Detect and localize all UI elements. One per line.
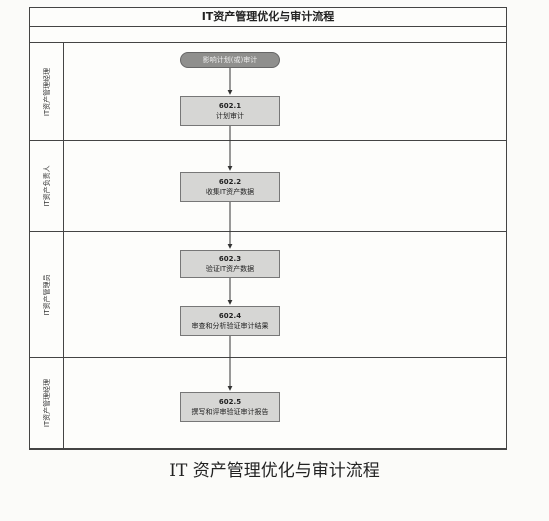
process-step-602-3: 602.3 验证IT资产数据	[180, 250, 280, 278]
step-label: 验证IT资产数据	[205, 265, 255, 273]
process-step-602-4: 602.4 审查和分析验证审计结果	[180, 306, 280, 336]
header-spacer-row	[30, 27, 506, 43]
swimlane-2: IT资产负责人	[30, 141, 506, 232]
flow-arrows	[227, 68, 233, 391]
process-step-602-2: 602.2 收集IT资产数据	[180, 172, 280, 202]
swimlane-3: IT资产管理员	[30, 232, 506, 358]
swimlane-1: IT资产管理经理	[30, 43, 506, 141]
step-code: 602.2	[218, 178, 242, 186]
step-label: 计划审计	[216, 112, 244, 120]
step-label: 审查和分析验证审计结果	[191, 322, 269, 330]
step-label: 收集IT资产数据	[205, 188, 255, 196]
process-step-602-5: 602.5 撰写和评审验证审计报告	[180, 392, 280, 422]
lane-header: IT资产管理经理	[30, 43, 64, 140]
process-diagram: IT资产管理优化与审计流程 IT资产管理经理 IT资产负责人 IT资产管理员 I…	[29, 7, 507, 450]
step-code: 602.1	[218, 102, 242, 110]
step-code: 602.3	[218, 255, 242, 263]
diagram-title: IT资产管理优化与审计流程	[30, 8, 506, 27]
process-step-602-1: 602.1 计划审计	[180, 96, 280, 126]
step-code: 602.5	[218, 398, 242, 406]
lane-header: IT资产管理员	[30, 232, 64, 357]
start-node: 影响计划(或)审计	[180, 52, 280, 68]
step-code: 602.4	[218, 312, 242, 320]
lane-header: IT资产负责人	[30, 141, 64, 231]
swimlane-4: IT资产管理经理	[30, 358, 506, 449]
figure-caption: IT 资产管理优化与审计流程	[169, 461, 380, 481]
step-label: 撰写和评审验证审计报告	[191, 408, 269, 416]
lane-header: IT资产管理经理	[30, 358, 64, 448]
